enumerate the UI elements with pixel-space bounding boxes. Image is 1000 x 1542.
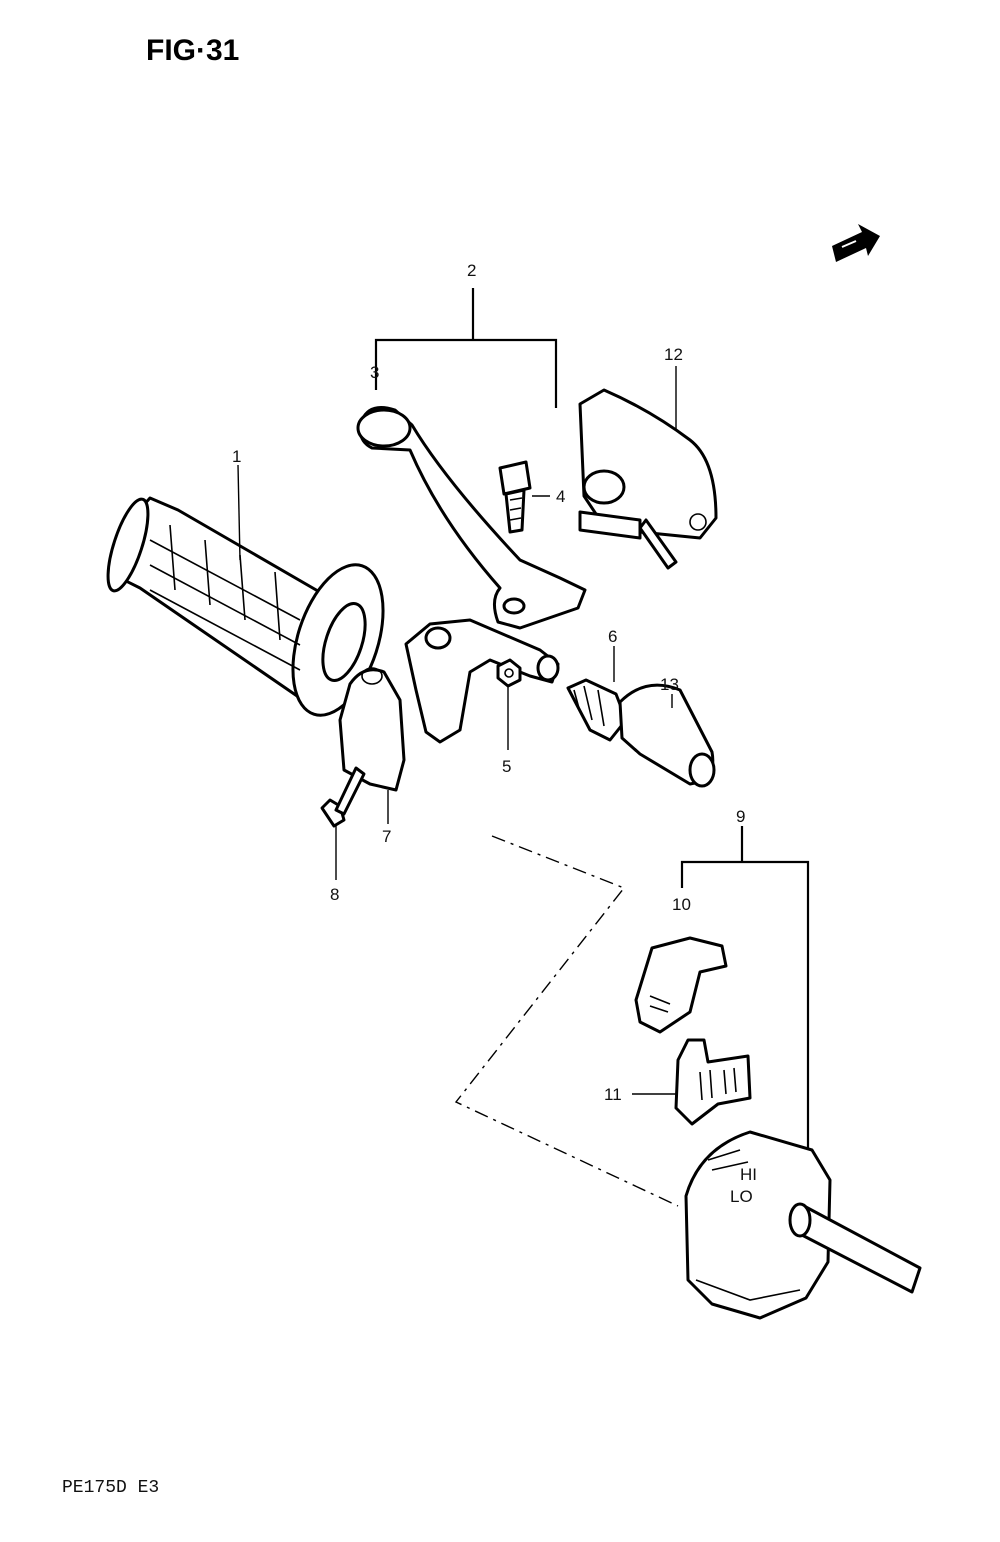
callout-12: 12 [664,345,683,364]
part-clamp [338,667,406,792]
callout-11: 11 [604,1085,622,1104]
part-grip [106,496,385,717]
part-adjuster [566,678,628,742]
switch-mark-hi: HI [740,1165,757,1184]
callout-13: 13 [660,675,679,694]
callout-6: 6 [608,627,617,646]
callout-7: 7 [382,827,391,846]
callout-2: 2 [467,261,476,280]
callout-5: 5 [502,757,511,776]
callout-10: 10 [672,895,691,914]
part-lever [356,406,587,630]
part-nut [496,658,522,688]
part-contact-plate [674,1038,752,1126]
assembly-line [454,835,679,1207]
switch-mark-lo: LO [730,1187,753,1206]
model-code: PE175D E3 [62,1478,159,1498]
front-arrow-icon [832,224,880,262]
part-switch-lever [634,936,728,1034]
part-screw [320,766,366,828]
part-boot [618,683,716,788]
leader-1 [237,464,241,561]
callout-1: 1 [232,447,241,466]
callout-8: 8 [330,885,339,904]
callout-4: 4 [556,487,565,506]
figure-title: FIG·31 [146,34,239,67]
part-perch-cover [578,388,718,570]
callout-9: 9 [736,807,745,826]
group-bracket-2 [374,288,558,408]
group-bracket-9 [680,826,810,1150]
part-pivot-bolt [498,460,532,534]
part-lever-holder [404,618,560,744]
part-switch-housing [684,1130,922,1320]
callout-3: 3 [370,363,379,382]
